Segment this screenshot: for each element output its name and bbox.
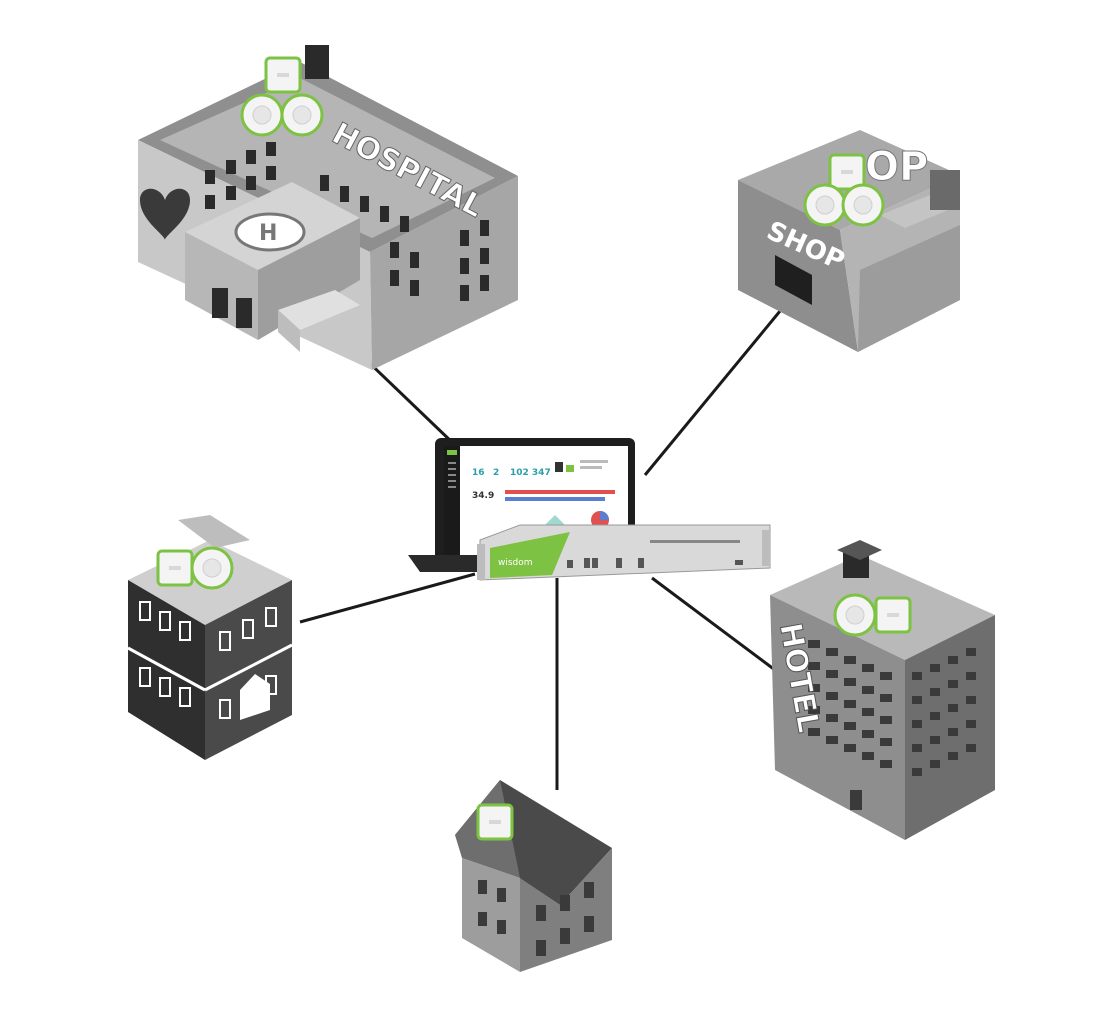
access-point-icon [841, 183, 885, 227]
access-point-icon [280, 93, 324, 137]
link-apartment [299, 572, 476, 624]
access-point-icon [190, 546, 234, 590]
access-point-icon [240, 93, 284, 137]
svg-text:H: H [259, 221, 277, 246]
access-point-icon [476, 803, 514, 841]
controller-appliance: wisdom [477, 524, 771, 581]
connection-lines [299, 304, 787, 790]
hospital-building: H HOSPITAL [138, 45, 518, 370]
controller-front-accent [490, 532, 570, 578]
dashboard-stat: 2 [493, 468, 499, 478]
link-hotel [651, 576, 776, 672]
controller-brand: wisdom [498, 558, 533, 568]
access-point-icon [156, 549, 194, 587]
shop-building: SHOP OP [738, 130, 960, 352]
access-point-icon [803, 183, 847, 227]
apartment-building [127, 515, 293, 760]
access-point-icon [833, 593, 877, 637]
house-building [455, 780, 612, 972]
hotel-building: HOTEL [770, 540, 995, 840]
shop-roof-sign: OP [865, 144, 928, 190]
access-point-icon [874, 596, 912, 634]
dashboard-stat: 102 347 [510, 468, 551, 478]
link-shop [643, 304, 787, 476]
access-point-icon [264, 56, 302, 94]
dashboard-stat: 34.9 [472, 491, 494, 501]
dashboard-stat: 16 [472, 468, 485, 478]
